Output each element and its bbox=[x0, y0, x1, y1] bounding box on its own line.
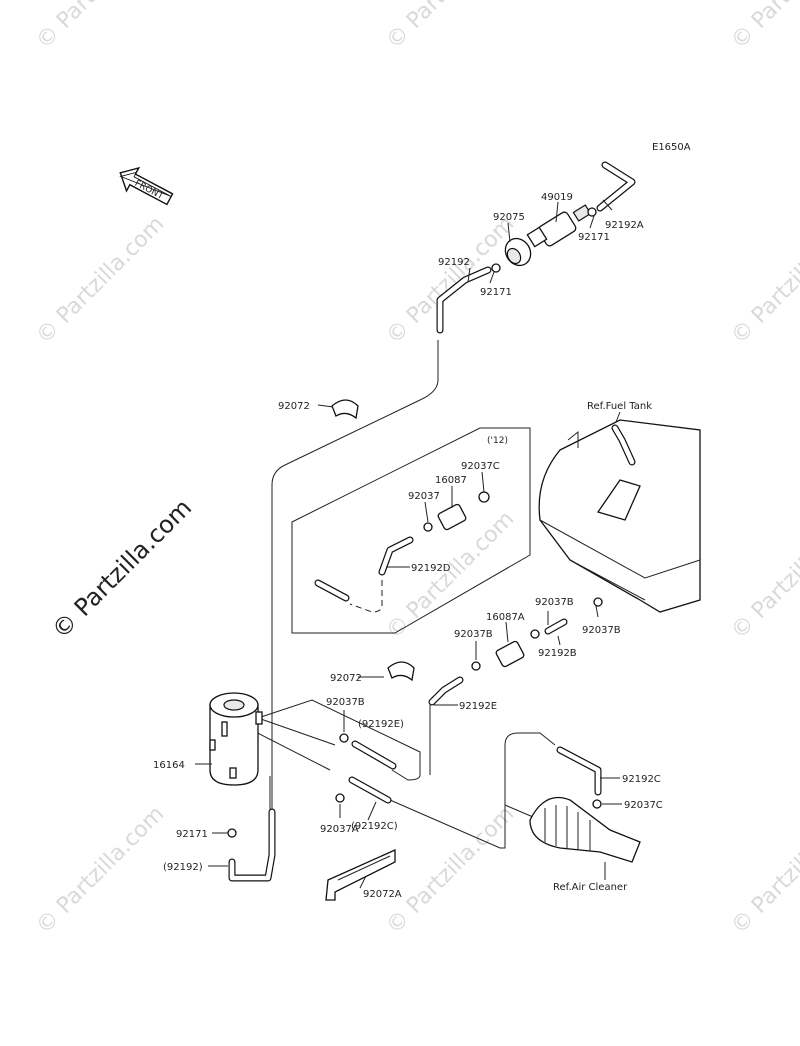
clip-92171 bbox=[227, 828, 237, 838]
watermark-text: © Partzilla.com bbox=[727, 802, 800, 940]
watermark-text: © Partzilla.com bbox=[382, 0, 520, 54]
clip-92037B bbox=[339, 733, 349, 743]
label-92037B-left: 92037B bbox=[326, 697, 365, 708]
label-16087A: 16087A bbox=[486, 612, 525, 623]
label-92192C-paren: (92192C) bbox=[351, 821, 398, 832]
air-cleaner-duct bbox=[529, 796, 641, 863]
clip-92037C bbox=[592, 799, 602, 809]
straight-hoses bbox=[335, 733, 602, 809]
watermark-text: © Partzilla.com bbox=[32, 212, 170, 350]
watermark-text: © Partzilla.com bbox=[727, 507, 800, 645]
label-ref-fuel-tank: Ref.Fuel Tank bbox=[587, 401, 652, 412]
clip-92171 bbox=[587, 207, 597, 217]
clip-92171 bbox=[491, 263, 501, 273]
label-92192: 92192 bbox=[438, 257, 470, 268]
clip-92037C bbox=[478, 491, 490, 503]
label-92192A: 92192A bbox=[605, 220, 644, 231]
hose-92192-lower bbox=[227, 808, 276, 882]
clip-92037 bbox=[423, 522, 433, 532]
label-92171-mid: 92171 bbox=[480, 287, 512, 298]
check-valve-16087A bbox=[495, 640, 525, 668]
label-92171-top: 92171 bbox=[578, 232, 610, 243]
watermark-text: © Partzilla.com bbox=[32, 0, 170, 54]
label-92072-top: 92072 bbox=[278, 401, 310, 412]
fuel-filter-assembly bbox=[436, 161, 636, 334]
clip-92037A bbox=[335, 793, 345, 803]
hose-clamp-92072 bbox=[387, 661, 415, 682]
label-16164: 16164 bbox=[153, 760, 185, 771]
label-92037C-inset: 92037C bbox=[461, 461, 500, 472]
label-ref-air-cleaner: Ref.Air Cleaner bbox=[553, 882, 628, 893]
strap-92072A bbox=[325, 848, 396, 901]
label-92037-inset: 92037 bbox=[408, 491, 440, 502]
watermark-text: © Partzilla.com bbox=[32, 802, 170, 940]
clip-92037B bbox=[530, 629, 540, 639]
label-16087: 16087 bbox=[435, 475, 467, 486]
label-92037C: 92037C bbox=[624, 800, 663, 811]
clip-92037B bbox=[471, 661, 481, 671]
watermark-text: © Partzilla.com bbox=[382, 212, 520, 350]
inset-12: ('12) bbox=[291, 427, 531, 634]
label-92037B-far-right: 92037B bbox=[582, 625, 621, 636]
label-92192B: 92192B bbox=[538, 648, 577, 659]
watermark-text: © Partzilla.com bbox=[727, 0, 800, 54]
front-arrow-icon: FRONT bbox=[119, 166, 174, 206]
watermark-text: © Partzilla.com bbox=[382, 802, 520, 940]
label-92037B-right: 92037B bbox=[535, 597, 574, 608]
fuel-tank bbox=[538, 419, 701, 613]
label-92192-paren: (92192) bbox=[163, 862, 203, 873]
label-92037B-mid: 92037B bbox=[454, 629, 493, 640]
label-92171-low: 92171 bbox=[176, 829, 208, 840]
label-49019: 49019 bbox=[541, 192, 573, 203]
watermark-main: © Partzilla.com bbox=[46, 493, 197, 644]
diagram-code: E1650A bbox=[652, 142, 691, 153]
label-leaders bbox=[195, 199, 622, 889]
inset-label: ('12) bbox=[487, 436, 508, 446]
label-92072A: 92072A bbox=[363, 889, 402, 900]
check-valve-16087 bbox=[437, 503, 467, 531]
leader-lines bbox=[231, 340, 556, 849]
canister-16164 bbox=[209, 692, 263, 786]
valve-group-16087A bbox=[428, 618, 568, 706]
label-92037A: 92037A bbox=[320, 824, 359, 835]
label-92192D: 92192D bbox=[411, 563, 451, 574]
label-92072-mid: 92072 bbox=[330, 673, 362, 684]
label-92192E: 92192E bbox=[459, 701, 497, 712]
watermark-text: © Partzilla.com bbox=[727, 212, 800, 350]
label-92075: 92075 bbox=[493, 212, 525, 223]
label-92192C: 92192C bbox=[622, 774, 661, 785]
part-labels: 49019 92075 92171 92192A 92192 92171 920… bbox=[153, 192, 663, 900]
label-92192E-paren: (92192E) bbox=[358, 719, 404, 730]
hose-clamp-92072 bbox=[331, 399, 359, 420]
